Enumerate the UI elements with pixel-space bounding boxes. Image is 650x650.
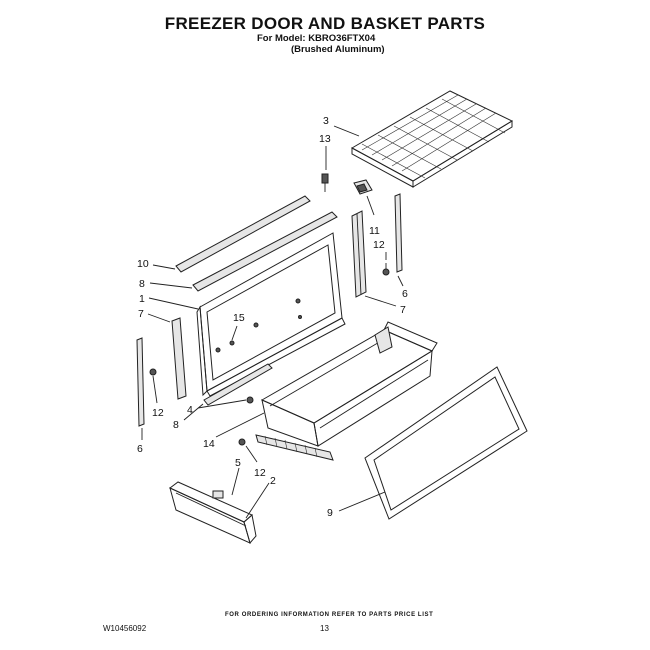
- callout-7-left: 7: [138, 308, 144, 320]
- page-title: FREEZER DOOR AND BASKET PARTS: [164, 14, 486, 33]
- callout-9: 9: [327, 507, 333, 519]
- part-8-top-trim: [192, 211, 338, 292]
- callout-numbers: 3 13 11 12 6 7 10 8 1 7 15 12 6 8 4 14 5…: [137, 115, 408, 519]
- ordering-info-footer: FOR ORDERING INFORMATION REFER TO PARTS …: [225, 612, 434, 618]
- model-line: For Model: KBRO36FTX04: [257, 33, 376, 44]
- part-1-door-frame: [196, 232, 346, 397]
- callout-14: 14: [203, 438, 215, 450]
- callout-12-right: 12: [373, 239, 385, 251]
- callout-11: 11: [369, 225, 380, 237]
- part-4-screw: [246, 396, 254, 404]
- callout-2: 2: [270, 475, 276, 487]
- callout-5: 5: [235, 457, 241, 469]
- callout-12-left: 12: [152, 407, 164, 419]
- part-2-drawer-front: [169, 481, 257, 545]
- callout-8-top: 8: [139, 278, 145, 290]
- finish-line: (Brushed Aluminum): [291, 44, 385, 55]
- basket: [260, 321, 438, 447]
- part-7-right-side-strip: [351, 210, 367, 298]
- callout-10: 10: [137, 258, 149, 270]
- callout-4: 4: [187, 404, 193, 416]
- callout-8-lower: 8: [173, 419, 179, 431]
- part-12-screw-lower: [238, 438, 246, 446]
- part-10-gasket-strip: [175, 195, 311, 273]
- callout-15: 15: [233, 312, 245, 324]
- part-9-door-panel: [364, 366, 528, 520]
- part-13-screw: [321, 173, 329, 192]
- callout-3: 3: [323, 115, 329, 127]
- part-12-screw-right: [382, 263, 390, 276]
- part-3-wire-shelf: [350, 90, 514, 188]
- leader-lines: [141, 125, 404, 519]
- document-number: W10456092: [103, 624, 147, 633]
- part-8-lower-trim: [203, 363, 273, 406]
- part-7-left-side-strip: [171, 317, 187, 400]
- part-11-clip: [353, 179, 373, 195]
- callout-13: 13: [319, 133, 331, 145]
- part-6-left-trim: [136, 337, 145, 427]
- callout-1: 1: [139, 293, 145, 305]
- part-6-right-trim: [394, 193, 403, 273]
- hatched-strip: [255, 434, 334, 461]
- page-number: 13: [320, 624, 329, 633]
- callout-6-right: 6: [402, 288, 408, 300]
- callout-6-left: 6: [137, 443, 143, 455]
- callout-12-lower: 12: [254, 467, 266, 479]
- callout-7-right: 7: [400, 304, 406, 316]
- part-12-screw-left: [149, 368, 157, 376]
